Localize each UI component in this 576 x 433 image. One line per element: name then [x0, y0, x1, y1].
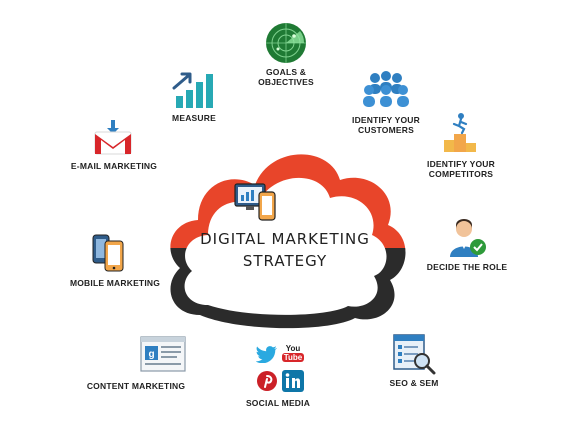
content-label: CONTENT MARKETING [86, 381, 186, 391]
email-label: E-MAIL MARKETING [70, 161, 158, 171]
people-group-icon [361, 70, 411, 115]
gmail-icon [92, 118, 134, 161]
competitors-label-2: COMPETITORS [428, 169, 494, 179]
person-check-icon [446, 215, 488, 264]
title-line-1: DIGITAL MARKETING [200, 230, 370, 248]
svg-text:g: g [148, 349, 154, 360]
measure-label: MEASURE [172, 113, 216, 123]
competitors-label-1: IDENTIFY YOUR [427, 159, 495, 169]
seo-magnifier-icon [392, 333, 436, 380]
role-label: DECIDE THE ROLE [426, 262, 508, 272]
devices-icon [234, 182, 278, 227]
central-cloud: DIGITAL MARKETING STRATEGY [160, 140, 410, 335]
customers-label-1: IDENTIFY YOUR [352, 115, 420, 125]
youtube-icon: You Tube [282, 344, 304, 362]
customers-label-2: CUSTOMERS [358, 125, 414, 135]
bar-chart-arrow-icon [170, 70, 214, 115]
title-line-2: STRATEGY [242, 252, 328, 270]
goals-label-1: GOALS & [266, 67, 307, 77]
linkedin-icon [282, 370, 304, 397]
youtube-tube-text: Tube [282, 353, 304, 362]
social-label: SOCIAL MEDIA [245, 398, 311, 408]
radar-icon [265, 22, 307, 69]
content-document-icon: g [140, 336, 186, 377]
twitter-icon [255, 345, 278, 368]
pinterest-icon [256, 370, 278, 397]
cloud-shape [170, 154, 406, 329]
mobile-phones-icon [91, 233, 133, 278]
youtube-you-text: You [285, 344, 301, 353]
mobile-label: MOBILE MARKETING [69, 278, 161, 288]
podium-runner-icon [442, 112, 478, 159]
seo-label: SEO & SEM [389, 378, 439, 388]
goals-label-2: OBJECTIVES [258, 77, 314, 87]
